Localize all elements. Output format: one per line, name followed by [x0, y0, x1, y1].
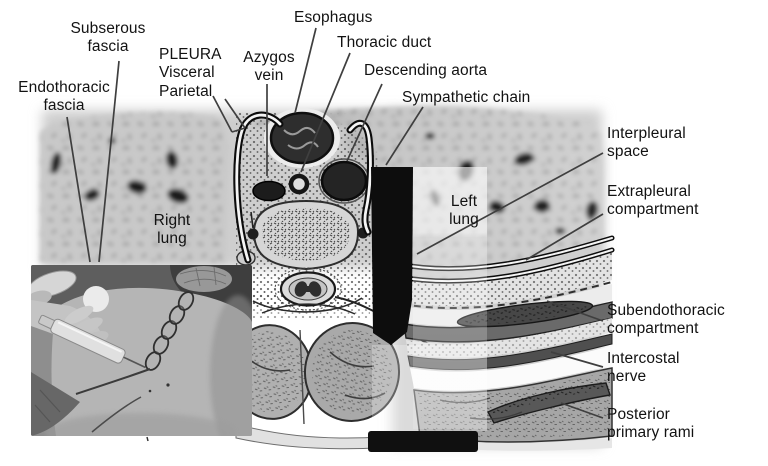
label-right-lung: Right lung	[153, 212, 191, 248]
leader-endothoracic-fascia	[66, 116, 91, 263]
label-sympathetic-chain: Sympathetic chain	[402, 89, 531, 106]
leader-pleura-parietal	[224, 98, 246, 129]
skin-line	[75, 368, 151, 395]
spine-markings	[144, 291, 195, 371]
label-endothoracic-fascia: Endothoracic fascia	[18, 79, 110, 115]
label-subserous-fascia: Subserous fascia	[70, 20, 146, 56]
leader-esophagus	[294, 27, 317, 114]
procedure-photo-inset	[31, 265, 252, 436]
needle-path-bar	[371, 167, 413, 345]
metal-instrument	[31, 270, 77, 298]
thoracic-duct-shape	[288, 173, 310, 195]
right-lung	[40, 112, 229, 263]
leader-posterior-primary-rami	[560, 402, 604, 419]
leader-subserous-fascia	[98, 60, 120, 263]
azygos-vein-shape	[252, 180, 286, 202]
lamina-arc	[252, 297, 363, 313]
label-pleura: PLEURA Visceral Parietal	[159, 46, 222, 100]
photo-tick	[146, 436, 149, 442]
bottom-marker-bar	[368, 431, 478, 452]
label-left-lung: Left lung	[449, 193, 479, 229]
label-posterior-primary-rami: Posterior primary rami	[607, 406, 695, 442]
leader-pleura-visceral	[212, 95, 233, 133]
label-azygos-vein: Azygos vein	[243, 49, 295, 85]
patient-back	[51, 287, 252, 436]
scan-highlight-column	[372, 167, 487, 431]
drape-cloth	[31, 372, 80, 436]
skin-patch	[83, 286, 109, 312]
leader-descending-aorta	[346, 83, 383, 162]
label-extrapleural-compartment: Extrapleural compartment	[607, 183, 699, 219]
leader-interpleural-space	[416, 152, 604, 255]
label-interpleural-space: Interpleural space	[607, 125, 686, 161]
sympathetic-ganglion-left	[247, 211, 259, 240]
leader-extrapleural-compartment	[525, 213, 604, 261]
syringe	[38, 314, 146, 369]
label-subendothoracic-compartment: Subendothoracic compartment	[607, 302, 725, 338]
label-esophagus: Esophagus	[294, 9, 373, 26]
label-descending-aorta: Descending aorta	[364, 62, 488, 79]
leader-sympathetic-chain	[385, 106, 424, 166]
spinal-cord	[294, 281, 322, 297]
descending-aorta-shape	[320, 160, 368, 202]
leader-lines	[66, 27, 604, 419]
leader-thoracic-duct	[300, 52, 351, 173]
leader-intercostal-nerve	[550, 351, 604, 368]
label-thoracic-duct: Thoracic duct	[337, 34, 432, 51]
esophagus-shape	[269, 111, 335, 165]
leader-subendothoracic-compartment	[546, 300, 604, 322]
label-intercostal-nerve: Intercostal nerve	[607, 350, 680, 386]
needle	[123, 356, 146, 369]
